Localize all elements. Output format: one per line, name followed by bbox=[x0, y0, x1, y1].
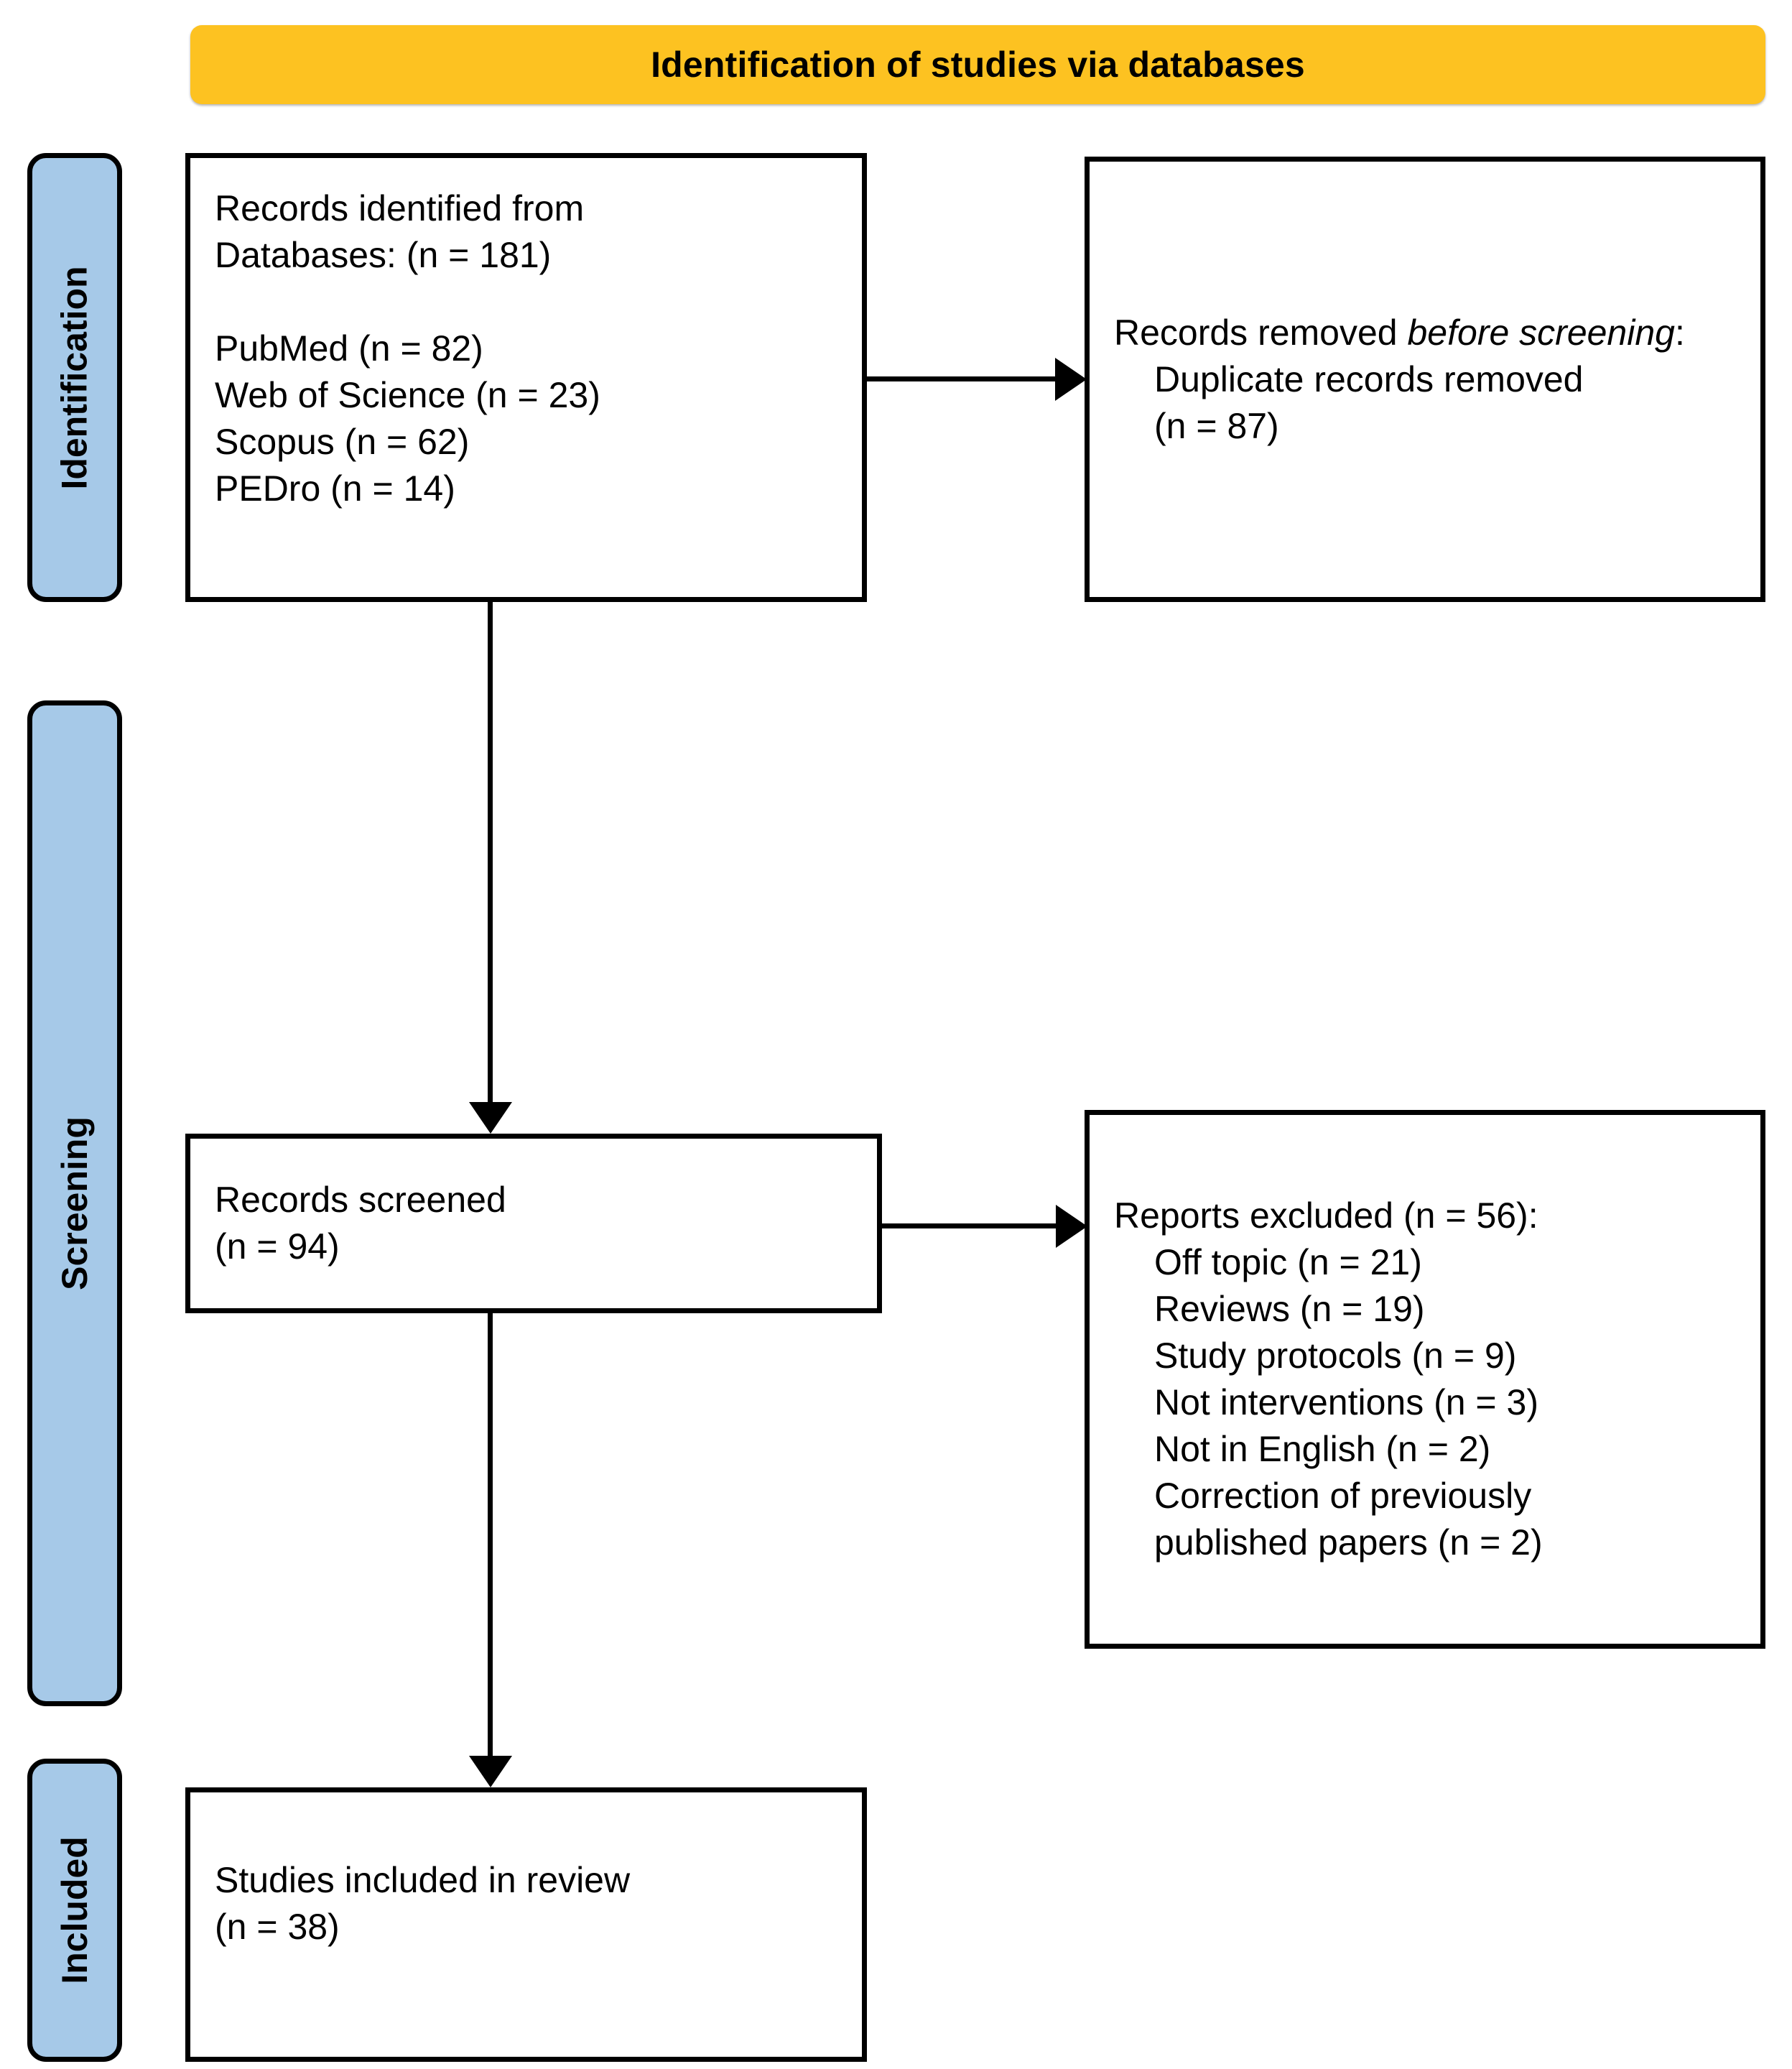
records-screened-label: Records screened bbox=[215, 1180, 506, 1220]
records-identified-source-web-of-science: Web of Science (n = 23) bbox=[215, 375, 600, 415]
arrow-screened-to-included bbox=[469, 1313, 531, 1789]
box-records-screened: Records screened (n = 94) bbox=[185, 1134, 882, 1313]
records-screened-count: (n = 94) bbox=[215, 1226, 340, 1267]
phase-banner-label: Identification of studies via databases bbox=[651, 44, 1305, 85]
reason-not-interventions: Not interventions (n = 3) bbox=[1154, 1382, 1538, 1422]
studies-included-label: Studies included in review bbox=[215, 1860, 631, 1900]
phase-sidebar-screening: Screening bbox=[27, 700, 122, 1706]
phase-sidebar-identification-label: Identification bbox=[55, 265, 96, 490]
records-removed-duplicates: Duplicate records removed bbox=[1154, 358, 1584, 399]
reason-correction-line1: Correction of previously bbox=[1154, 1476, 1532, 1516]
box-reports-excluded-text: Reports excluded (n = 56): Off topic (n … bbox=[1114, 1193, 1543, 1566]
box-studies-included-text: Studies included in review (n = 38) bbox=[215, 1857, 837, 1950]
reason-off-topic: Off topic (n = 21) bbox=[1154, 1242, 1422, 1282]
box-reports-excluded: Reports excluded (n = 56): Off topic (n … bbox=[1085, 1110, 1765, 1649]
phase-banner-identification: Identification of studies via databases bbox=[190, 25, 1765, 104]
records-identified-source-pubmed: PubMed (n = 82) bbox=[215, 328, 483, 369]
records-removed-duplicates-count: (n = 87) bbox=[1154, 405, 1279, 446]
records-identified-source-pedro: PEDro (n = 14) bbox=[215, 468, 455, 509]
arrow-shaft bbox=[488, 602, 493, 1105]
box-records-removed-text: Records removed before screening: Duplic… bbox=[1114, 310, 1685, 450]
arrow-head-right-icon bbox=[1056, 1205, 1087, 1248]
box-records-removed-before-screening: Records removed before screening: Duplic… bbox=[1085, 157, 1765, 602]
phase-sidebar-included: Included bbox=[27, 1759, 122, 2062]
arrow-head-down-icon bbox=[469, 1756, 512, 1787]
records-identified-total: Databases: (n = 181) bbox=[215, 235, 552, 275]
box-records-identified: Records identified from Databases: (n = … bbox=[185, 153, 867, 602]
reason-correction-line2: published papers (n = 2) bbox=[1154, 1522, 1543, 1563]
reason-reviews: Reviews (n = 19) bbox=[1154, 1289, 1425, 1329]
reason-study-protocols: Study protocols (n = 9) bbox=[1154, 1336, 1517, 1376]
arrow-shaft bbox=[488, 1313, 493, 1759]
phase-sidebar-identification: Identification bbox=[27, 153, 122, 602]
arrow-identified-to-screened bbox=[469, 602, 531, 1134]
phase-sidebar-screening-label: Screening bbox=[55, 1116, 95, 1290]
arrow-shaft bbox=[867, 376, 1061, 381]
records-removed-heading-suffix: : bbox=[1674, 312, 1685, 353]
reports-excluded-heading: Reports excluded (n = 56): bbox=[1114, 1195, 1538, 1236]
arrow-screened-to-excluded bbox=[882, 1205, 1090, 1267]
box-records-identified-text: Records identified from Databases: (n = … bbox=[215, 185, 837, 512]
reason-not-in-english: Not in English (n = 2) bbox=[1154, 1429, 1491, 1469]
records-identified-heading: Records identified from bbox=[215, 188, 585, 228]
arrow-shaft bbox=[882, 1223, 1062, 1228]
arrow-identified-to-removed bbox=[867, 358, 1090, 420]
box-records-screened-text: Records screened (n = 94) bbox=[215, 1177, 506, 1270]
records-identified-source-scopus: Scopus (n = 62) bbox=[215, 422, 470, 462]
arrow-head-down-icon bbox=[469, 1102, 512, 1134]
records-removed-heading-italic: before screening bbox=[1407, 312, 1675, 353]
arrow-head-right-icon bbox=[1055, 358, 1087, 401]
box-studies-included-in-review: Studies included in review (n = 38) bbox=[185, 1787, 867, 2062]
phase-sidebar-included-label: Included bbox=[55, 1836, 96, 1984]
records-removed-heading-plain: Records removed bbox=[1114, 312, 1408, 353]
studies-included-count: (n = 38) bbox=[215, 1907, 340, 1947]
